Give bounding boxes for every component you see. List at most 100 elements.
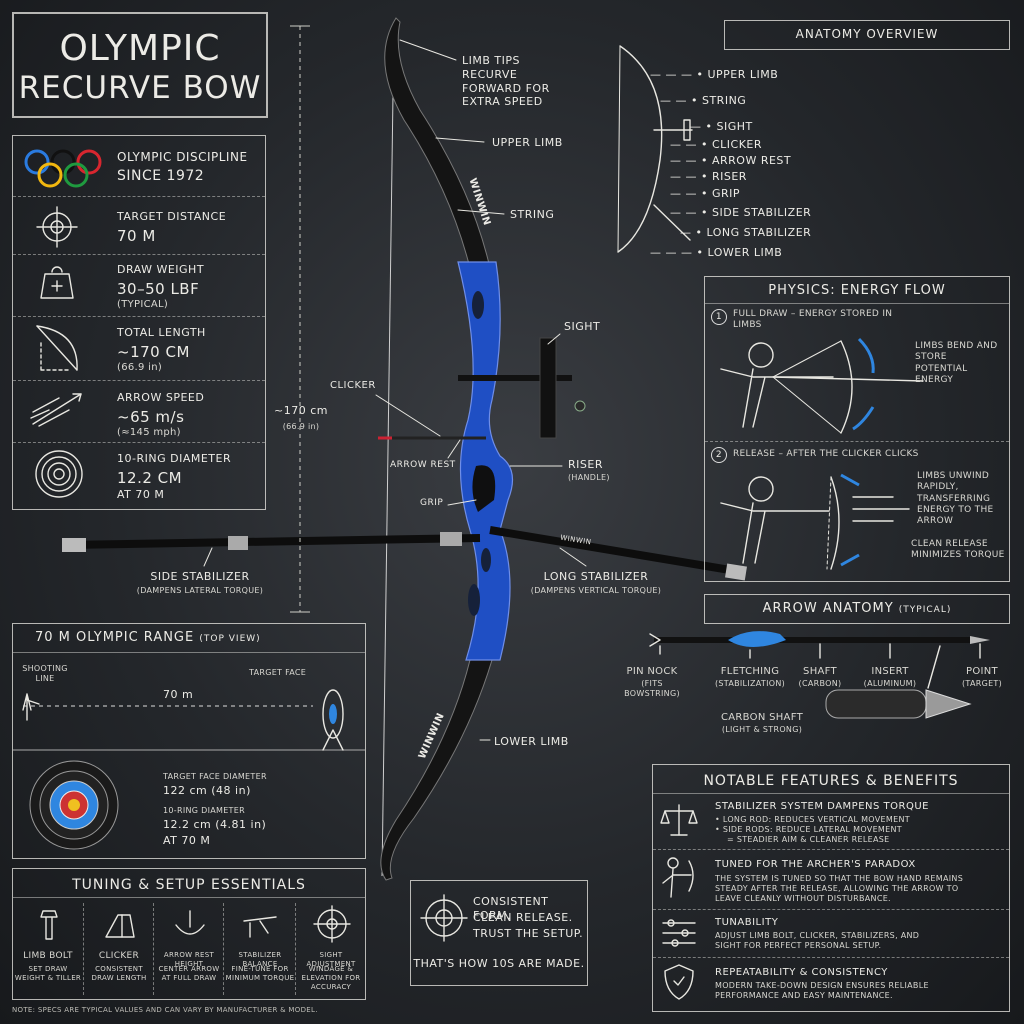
title-line-2: Recurve Bow	[18, 70, 262, 106]
weight-icon	[40, 266, 74, 299]
stabilizer-balance-icon	[243, 916, 277, 938]
callout-side-stabilizer-sub: (Dampens lateral torque)	[136, 586, 264, 595]
tuning-item: Clicker Consistent draw length	[83, 903, 154, 995]
spec-label: Target Distance	[117, 210, 227, 223]
spec-label: Total Length	[117, 326, 206, 339]
spec-label: Olympic Discipline	[117, 150, 248, 164]
clicker-icon	[105, 914, 135, 938]
tuning-item-desc: Consistent draw length	[91, 965, 147, 982]
tuning-panel: Tuning & Setup Essentials Limb Bolt Set …	[12, 868, 366, 1000]
spec-value: Since 1972	[117, 168, 205, 184]
anatomy-item: — — • Riser	[670, 170, 747, 183]
arrow-part: Insert(Aluminum)	[863, 666, 917, 688]
tuning-item-desc: Windage & elevation for accuracy	[301, 965, 361, 991]
feature-line: The system is tuned so that the bow hand…	[715, 874, 964, 883]
grip	[472, 465, 496, 512]
physics-step2-note: Limbs unwind rapidly, transferring energ…	[917, 471, 994, 526]
spec-value: 70 m	[117, 227, 156, 245]
physics-step2-note2: Clean release minimizes torque	[911, 539, 1005, 561]
bow-string	[381, 21, 395, 877]
anatomy-title: Anatomy Overview	[795, 27, 939, 41]
shield-icon	[664, 964, 694, 1000]
tuning-item: Arrow Rest Height Center arrow at full d…	[153, 903, 224, 995]
long-stabilizer-rod	[489, 526, 743, 576]
archer-icon	[662, 857, 694, 898]
limb-bolt-icon	[40, 910, 58, 940]
title-line-1: Olympic	[59, 28, 221, 69]
spec-label: Arrow Speed	[117, 391, 205, 404]
tuning-item-name: Limb Bolt	[23, 951, 73, 961]
anatomy-item: — — • Clicker	[670, 138, 763, 151]
target-crosshair-icon	[36, 206, 78, 248]
motto-line-3: Trust the setup.	[473, 927, 584, 940]
target-crosshair-icon	[420, 894, 468, 942]
spec-value: 30–50 lbf	[117, 280, 200, 298]
feature-line: = Steadier aim & cleaner release	[727, 835, 890, 844]
arrow-speed-icon	[30, 393, 82, 427]
sight-block	[539, 337, 557, 439]
tuning-title: Tuning & Setup Essentials	[72, 877, 306, 893]
balance-scale-icon	[660, 804, 698, 836]
callout-side-stabilizer: Side Stabilizer	[150, 570, 250, 583]
anatomy-item: — — • Grip	[670, 187, 741, 200]
tuning-item-desc: Center arrow at full draw	[158, 965, 220, 982]
callout-sight: Sight	[564, 320, 601, 333]
anatomy-item: — • Long Stabilizer	[680, 226, 812, 239]
tuning-item-name: Sight Adjustment	[306, 951, 356, 968]
callout-grip: Grip	[420, 498, 444, 508]
range-top-view	[13, 689, 365, 751]
physics-step2-num: 2	[711, 447, 727, 463]
spec-label: 10-Ring Diameter	[117, 452, 232, 465]
lower-limb	[380, 659, 493, 881]
olympic-rings-icon	[24, 149, 102, 188]
sliders-icon	[662, 919, 696, 947]
anatomy-item: — — — • Lower Limb	[650, 246, 783, 259]
spec-label: Draw Weight	[117, 263, 205, 276]
physics-panel: Physics: Energy Flow 1 Full draw – energ…	[704, 276, 1010, 582]
callout-long-stabilizer-sub: (Dampens vertical torque)	[530, 586, 662, 595]
bow-length-icon	[36, 325, 78, 371]
range-ring-value: 12.2 cm (4.81 in)	[163, 818, 267, 831]
archer-full-draw-sketch	[720, 337, 924, 434]
feature-line: performance and easy maintenance.	[715, 991, 893, 1000]
arrow-part: Fletching(Stabilization)	[714, 666, 786, 688]
callout-riser-sub: (Handle)	[568, 473, 610, 482]
arrow-shaft-detail: Carbon Shaft(Light & Strong)	[721, 712, 803, 734]
spec-value: 12.2 cm	[117, 469, 183, 487]
feature-line: steady after the release, allowing the a…	[715, 884, 959, 893]
feature-line: Modern take-down design ensures reliable	[715, 981, 929, 990]
tuning-item-desc: Fine-tune for minimum torque	[225, 965, 295, 982]
physics-title: Physics: Energy Flow	[768, 283, 946, 298]
side-stabilizer-rod	[65, 534, 481, 549]
range-distance: 70 m	[163, 688, 194, 701]
arrow-part: Point(Target)	[961, 666, 1003, 688]
motto-line-1: Consistent form.	[473, 895, 549, 922]
footnote: Note: Specs are typical values and can v…	[12, 1006, 318, 1014]
tuning-item-desc: Set draw weight & tiller	[14, 965, 82, 982]
motto-tagline: That's how 10s are made.	[413, 957, 585, 970]
tuning-item-name: Clicker	[98, 951, 140, 961]
specs-panel: Olympic Discipline Since 1972 Target Dis…	[12, 135, 266, 510]
callout-upper-limb: Upper Limb	[492, 136, 563, 149]
tuning-item-name: Stabilizer Balance	[238, 951, 282, 968]
arrow-part: Shaft(Carbon)	[798, 666, 842, 688]
range-target-face-label: Target Face	[249, 668, 307, 677]
feature-name: Tunability	[715, 917, 779, 928]
spec-sub: (≈145 mph)	[117, 427, 181, 438]
bow-length-label: ~170 cm	[274, 404, 328, 417]
features-title: Notable Features & Benefits	[703, 773, 959, 789]
sight-adjust-icon	[313, 905, 351, 943]
anatomy-item: — • Sight	[690, 120, 753, 133]
feature-line: leave cleanly without disturbance.	[715, 894, 891, 903]
motto-panel: Consistent form. Clean release. Trust th…	[410, 880, 588, 986]
tuning-item: Stabilizer Balance Fine-tune for minimum…	[223, 903, 296, 995]
arrow-diagram	[649, 631, 990, 719]
range-title: 70 m Olympic Range (Top View)	[35, 630, 261, 645]
feature-line: • Side rods: Reduce lateral movement	[715, 825, 902, 834]
range-ring-at: At 70 m	[163, 834, 211, 847]
feature-name: Tuned for the archer's paradox	[715, 859, 916, 870]
feature-line: Adjust limb bolt, clicker, stabilizers, …	[715, 931, 920, 940]
spec-sub: (Typical)	[117, 299, 169, 310]
physics-step1-note: Limbs bend and store potential energy	[915, 341, 998, 385]
